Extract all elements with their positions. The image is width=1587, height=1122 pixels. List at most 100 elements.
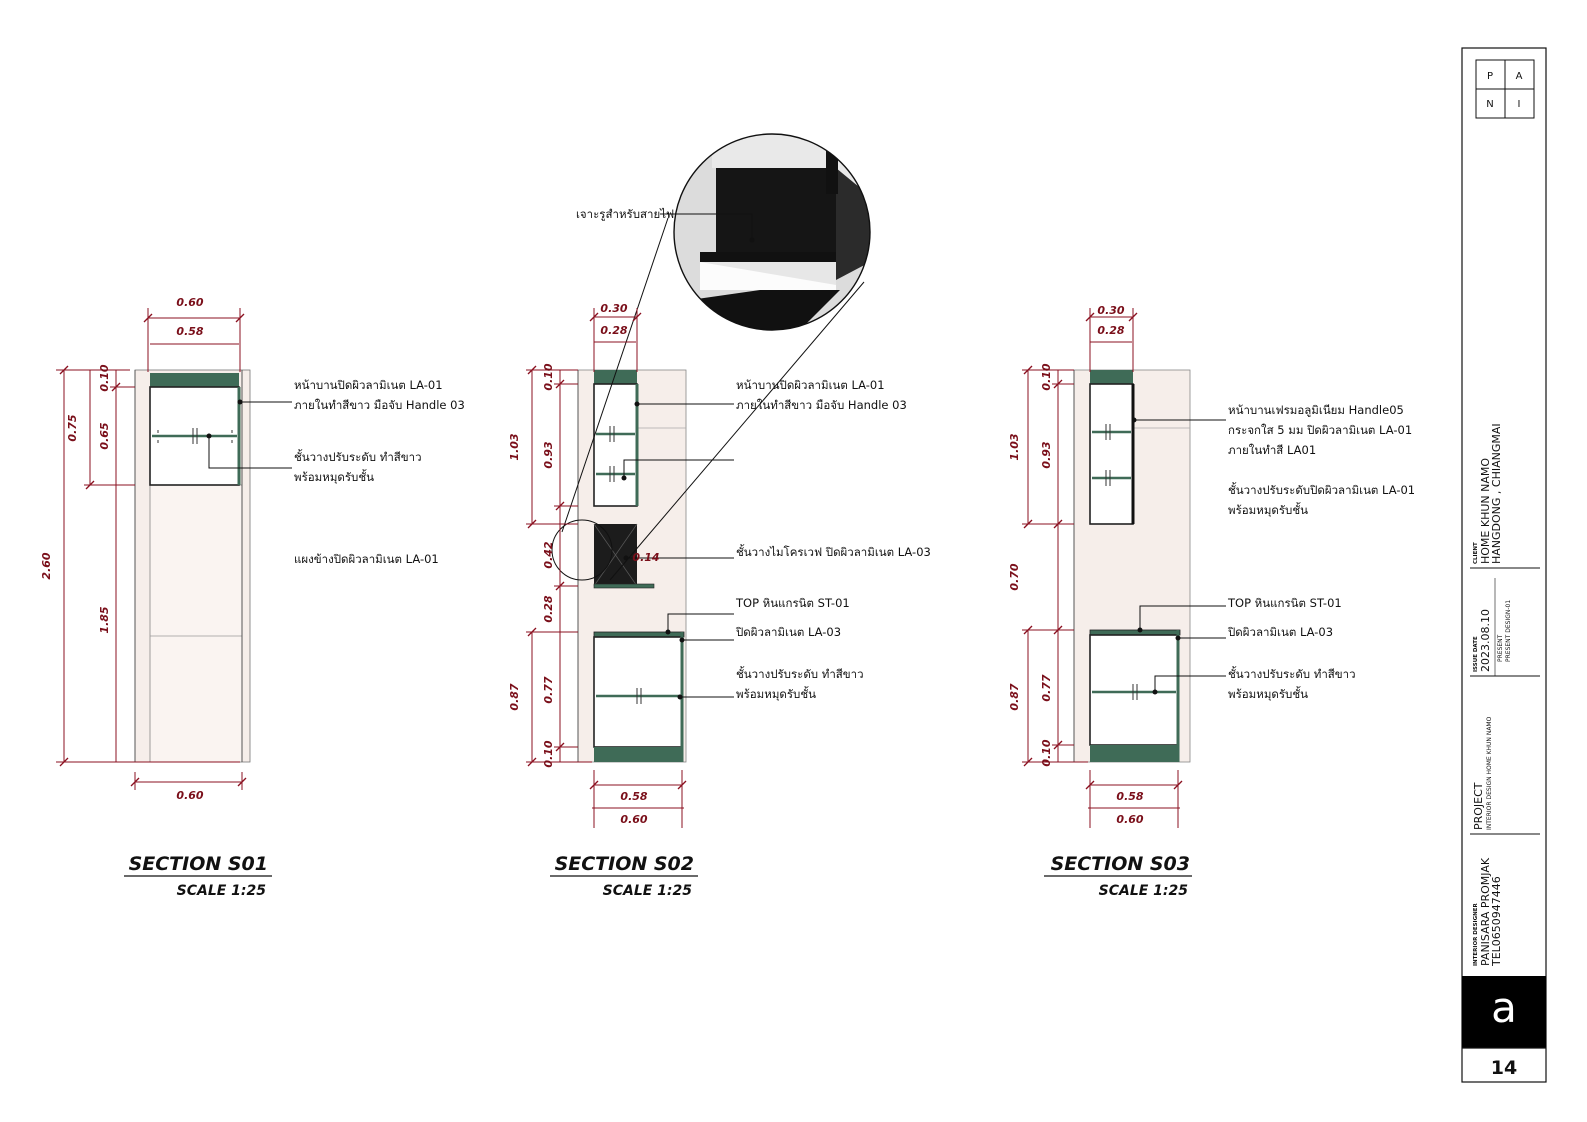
s03-note-1: หน้าบานเฟรมอลูมิเนียม Handle05	[1228, 403, 1404, 417]
section-s03: 0.30 0.28 1.03 0.87 0.10 0.93 0.70 0.77 …	[1008, 304, 1415, 899]
s01-dim-lower: 1.85	[98, 606, 111, 633]
client-field: CLIENT HOME KHUN NAMO HANGDONG , CHIANGM…	[1473, 423, 1503, 564]
logo-letter-i: I	[1518, 99, 1521, 110]
designer-caption: INTERIOR DESIGNER	[1473, 903, 1479, 966]
project-field: PROJECT INTERIOR DESIGN HOME KHUN NAMO	[1472, 716, 1493, 830]
s03-base-cabinet	[1089, 634, 1179, 746]
s01-dim-top-outer: 0.60	[176, 296, 203, 309]
s03-note-3: ภายในทำสี LA01	[1228, 443, 1316, 457]
s03-dim-mid: 0.70	[1008, 563, 1021, 590]
s02-dim-plinth: 0.10	[542, 740, 555, 767]
project-name: INTERIOR DESIGN HOME KHUN NAMO	[1486, 716, 1493, 830]
s02-dim-top-inner: 0.28	[600, 324, 627, 337]
client-location: HANGDONG , CHIANGMAI	[1490, 423, 1503, 564]
s01-note-2: ภายในทำสีขาว มือจับ Handle 03	[294, 398, 465, 412]
s01-scale: SCALE 1:25	[177, 883, 267, 899]
issue-sub-1: PRESENT	[1497, 634, 1504, 662]
s02-dim-mw: 0.42	[542, 541, 555, 568]
section-s01: 0.60 0.58 2.60 0.75 0.10 0.65 1.85 0.60 …	[40, 296, 465, 899]
designer-tel: TEL0650947446	[1490, 876, 1503, 967]
s01-note-3: ชั้นวางปรับระดับ ทำสีขาว	[294, 449, 422, 464]
designer-field: INTERIOR DESIGNER PANISARA PROMJAK TEL06…	[1473, 857, 1503, 967]
logo-letter-p: P	[1487, 71, 1493, 82]
s03-dim-bottom-outer: 0.60	[1116, 813, 1143, 826]
s02-dim-upper: 1.03	[508, 433, 521, 460]
s03-note-5: พร้อมหมุดรับชั้น	[1228, 502, 1308, 517]
s01-dim-upper: 0.75	[66, 414, 79, 441]
s03-note-6: TOP หินแกรนิต ST-01	[1227, 596, 1342, 610]
s02-dim-top-outer: 0.30	[600, 302, 627, 315]
s03-dim-base: 0.87	[1008, 683, 1021, 710]
s03-note-8: ชั้นวางปรับระดับ ทำสีขาว	[1228, 666, 1356, 681]
s03-note-2: กระจกใส 5 มม ปิดผิวลามิเนต LA-01	[1228, 423, 1412, 437]
s03-dim-bottom-inner: 0.58	[1116, 790, 1143, 803]
issue-date: 2023.08.10	[1479, 609, 1492, 672]
s02-dim-gap: 0.28	[542, 595, 555, 622]
logo-letter-n: N	[1486, 99, 1493, 110]
s01-note-1: หน้าบานปิดผิวลามิเนต LA-01	[294, 378, 443, 392]
s02-detail-bubble: เจาะรูสำหรับสายไฟ	[576, 133, 871, 331]
issue-date-field: ISSUE DATE 2023.08.10 PRESENT PRESENT DE…	[1473, 578, 1512, 676]
s02-top-band	[594, 370, 637, 384]
s02-note-1: หน้าบานปิดผิวลามิเนต LA-01	[736, 378, 885, 392]
s02-title: SECTION S02	[555, 853, 694, 875]
issue-sub-2: PRESENT DESIGN-01	[1505, 600, 1512, 662]
s02-note-5: ปิดผิวลามิเนต LA-03	[735, 625, 841, 639]
s03-dim-top-outer: 0.30	[1097, 304, 1124, 317]
s03-note-7: ปิดผิวลามิเนต LA-03	[1227, 625, 1333, 639]
s02-dim-base: 0.87	[508, 683, 521, 710]
s01-lower-door	[149, 484, 243, 763]
s01-note-5: แผงข้างปิดผิวลามิเนต LA-01	[294, 552, 439, 566]
s01-note-4: พร้อมหมุดรับชั้น	[294, 469, 374, 484]
s02-scale: SCALE 1:25	[603, 883, 693, 899]
s03-title: SECTION S03	[1051, 853, 1190, 875]
designer-name: PANISARA PROMJAK	[1479, 857, 1492, 966]
s03-dim-top-band: 0.10	[1040, 363, 1053, 390]
s01-dim-top-inner: 0.58	[176, 325, 203, 338]
client-caption: CLIENT	[1473, 542, 1479, 564]
s03-top-band	[1090, 370, 1133, 384]
s02-note-6: ชั้นวางปรับระดับ ทำสีขาว	[736, 666, 864, 681]
s01-title: SECTION S01	[129, 853, 268, 875]
s01-dim-total: 2.60	[40, 552, 53, 579]
sheet-letter: a	[1491, 983, 1517, 1032]
s03-dim-top-inner: 0.28	[1097, 324, 1124, 337]
s02-dim-top-band: 0.10	[542, 363, 555, 390]
s02-dim-base-inner: 0.77	[542, 676, 555, 703]
s02-plinth	[594, 747, 682, 762]
s03-dim-base-inner: 0.77	[1040, 674, 1053, 701]
project-caption: PROJECT	[1472, 782, 1485, 830]
s03-note-9: พร้อมหมุดรับชั้น	[1228, 686, 1308, 701]
s02-base-cabinet	[593, 636, 683, 748]
s02-dim-bottom-outer: 0.60	[620, 813, 647, 826]
sheet-number: 14	[1491, 1057, 1517, 1079]
s03-upper-cabinet	[1089, 383, 1134, 525]
s03-plinth	[1090, 745, 1178, 762]
s03-scale: SCALE 1:25	[1099, 883, 1189, 899]
s02-note-7: พร้อมหมุดรับชั้น	[736, 686, 816, 701]
s02-note-3: ชั้นวางไมโครเวฟ ปิดผิวลามิเนต LA-03	[736, 544, 931, 559]
s02-detail-note: เจาะรูสำหรับสายไฟ	[576, 207, 674, 221]
s03-dim-upper-inner: 0.93	[1040, 441, 1053, 468]
pani-logo: P A N I	[1475, 59, 1535, 119]
client-name: HOME KHUN NAMO	[1479, 458, 1492, 564]
s03-note-4: ชั้นวางปรับระดับปิดผิวลามิเนต LA-01	[1228, 482, 1415, 497]
sheet-letter-box	[1462, 976, 1546, 1048]
title-block: P A N I CLIENT HOME KHUN NAMO HANGDONG ,…	[1461, 47, 1547, 1083]
s02-dim-upper-inner: 0.93	[542, 441, 555, 468]
s01-top-band	[150, 373, 239, 387]
issue-caption: ISSUE DATE	[1473, 636, 1479, 672]
s03-dim-plinth: 0.10	[1040, 739, 1053, 766]
s02-note-4: TOP หินแกรนิต ST-01	[735, 596, 850, 610]
s01-dim-top-band: 0.10	[98, 364, 111, 391]
s01-dim-upper-inner: 0.65	[98, 422, 111, 449]
logo-letter-a: A	[1516, 71, 1523, 82]
s02-dim-shelf: 0.14	[632, 551, 659, 564]
s01-dim-bottom: 0.60	[176, 789, 203, 802]
section-s02: 0.30 0.28 1.03 0.87 0.10 0.93 0.42 0.28 …	[508, 133, 931, 899]
s02-dim-bottom-inner: 0.58	[620, 790, 647, 803]
s03-dim-upper: 1.03	[1008, 433, 1021, 460]
s02-note-2: ภายในทำสีขาว มือจับ Handle 03	[736, 398, 907, 412]
s02-upper-cabinet	[593, 383, 638, 507]
